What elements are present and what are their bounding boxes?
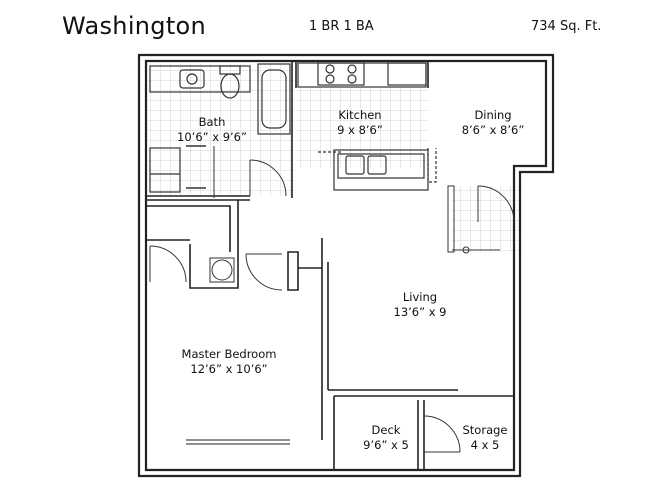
room-deck: Deck 9’6” x 5 [346,423,426,453]
room-bath: Bath 10’6” x 9’6” [172,115,252,145]
room-living-name: Living [402,290,438,304]
room-kitchen-size: 9 x 8’6” [337,123,383,137]
bed-bath-count: 1 BR 1 BA [309,19,374,34]
entry-door[interactable] [447,185,515,254]
room-master-bedroom-size: 12’6” x 10’6” [190,362,268,376]
storage-door[interactable] [423,415,461,453]
room-master-bedroom: Master Bedroom 12’6” x 10’6” [164,347,294,377]
vanity-counter [149,65,251,93]
room-storage-size: 4 x 5 [470,438,500,452]
room-dining-name: Dining [474,108,512,122]
room-bath-size: 10’6” x 9’6” [177,130,247,144]
interior-walls [146,61,514,470]
room-deck-name: Deck [371,423,401,437]
entry-tile-floor [452,186,522,252]
bath-fixtures [149,63,291,193]
sink-basin [179,69,205,89]
closet-door[interactable] [149,245,235,283]
room-kitchen-name: Kitchen [338,108,382,122]
stove [317,62,365,86]
kitchen-fixtures [297,62,437,191]
room-storage: Storage 4 x 5 [450,423,520,453]
room-living-size: 13’6” x 9 [393,305,447,319]
room-deck-size: 9’6” x 5 [363,438,409,452]
room-bath-name: Bath [198,115,226,129]
room-storage-name: Storage [462,423,508,437]
washer-dryer [149,147,181,193]
exterior-walls [137,53,555,478]
room-master-bedroom-name: Master Bedroom [181,347,277,361]
square-footage: 734 Sq. Ft. [531,19,602,34]
kitchen-tile-floor [296,88,428,168]
room-kitchen: Kitchen 9 x 8’6” [320,108,400,138]
room-living: Living 13’6” x 9 [380,290,460,320]
plan-title: Washington [62,12,207,40]
plan-header: Washington 1 BR 1 BA 734 Sq. Ft. [0,0,670,50]
room-dining-size: 8’6” x 8’6” [461,123,525,137]
refrigerator [387,62,427,86]
bedroom-door[interactable] [245,253,283,291]
room-dining: Dining 8’6” x 8’6” [450,108,536,138]
bath-door[interactable] [249,159,287,197]
bathtub [257,63,291,135]
kitchen-sink [345,155,365,175]
